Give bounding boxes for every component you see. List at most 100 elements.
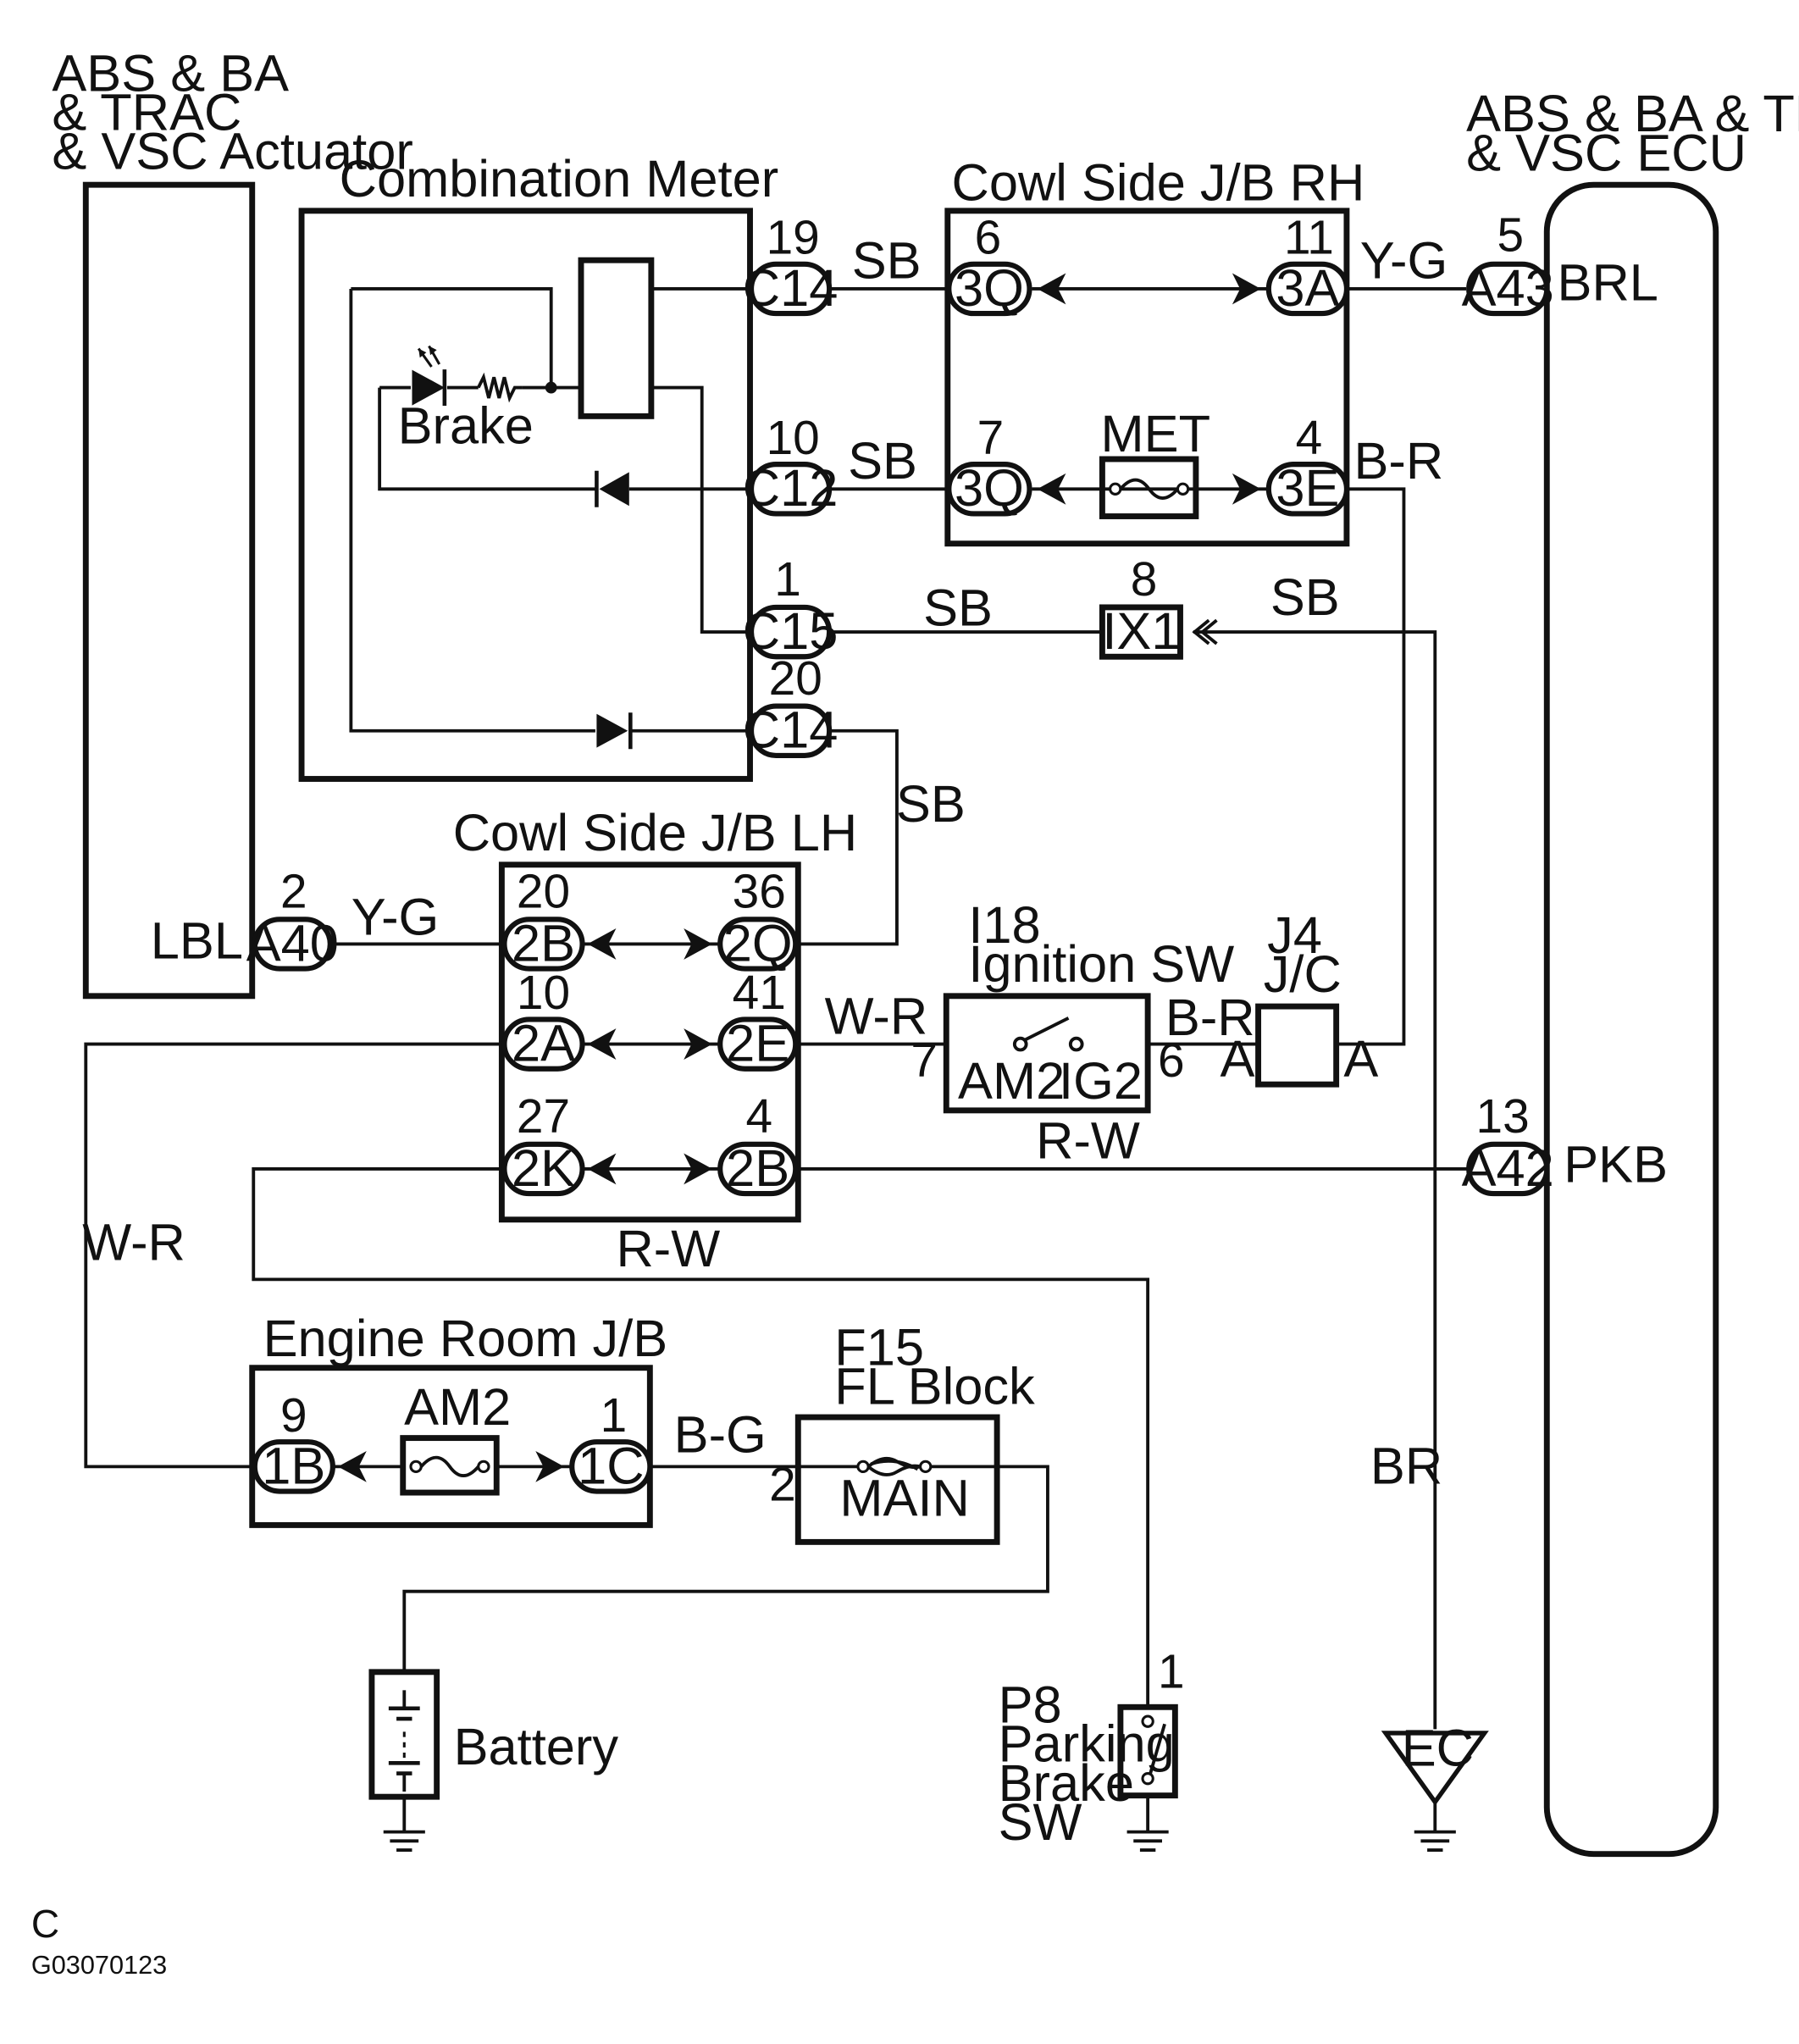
ignition-sw-box	[943, 993, 1151, 1114]
met-fuse-label: MET	[1101, 405, 1211, 463]
pin-number: 4	[745, 1090, 772, 1144]
pin-number: 13	[1476, 1090, 1530, 1144]
ground-icon	[1126, 1830, 1169, 1853]
connector-c14-bot	[748, 703, 833, 758]
jc-pin-right: A	[1343, 1030, 1378, 1088]
engine-room-box	[249, 1365, 653, 1528]
ignition-am2-label: AM2	[958, 1052, 1065, 1111]
connector-1b	[252, 1439, 335, 1494]
switch-icon	[1012, 1016, 1084, 1052]
pin-number: 1	[774, 553, 801, 607]
ecu-title-2: & VSC ECU	[1466, 124, 1746, 182]
am2-fuse-label: AM2	[404, 1378, 511, 1437]
jc-code: J4	[1267, 906, 1322, 965]
engine-room-title: Engine Room J/B	[263, 1310, 668, 1368]
component-labels: ABS & BA & TRAC & VSC Actuator LBL ABS &…	[31, 45, 1799, 1980]
ecu-title-1: ABS & BA & TRAC	[1466, 85, 1799, 143]
cowl-lh-box	[498, 861, 801, 1223]
brake-lamp-label: Brake	[398, 397, 534, 456]
connector-label: 2B	[726, 1139, 789, 1198]
pin-number: 11	[1284, 212, 1334, 265]
pin-number: 10	[767, 412, 820, 465]
cowl-lh-title: Cowl Side J/B LH	[453, 804, 858, 862]
junction-dot	[545, 381, 557, 394]
connector-1c	[569, 1439, 653, 1494]
parking-brake-code: P8	[999, 1676, 1062, 1735]
fl-block-code: F15	[834, 1319, 924, 1377]
wire-fl-battery	[402, 1465, 1049, 1672]
switch-icon	[1141, 1714, 1166, 1786]
connector-label: C12	[743, 459, 839, 518]
ecu-pin-brl: BRL	[1558, 254, 1658, 313]
parking-brake-title-3: SW	[999, 1793, 1082, 1852]
ground-icon	[1414, 1830, 1456, 1853]
connector-2a	[501, 1016, 585, 1072]
battery-icon	[388, 1690, 420, 1792]
actuator-box	[82, 181, 256, 1000]
connector-3e	[1265, 462, 1349, 517]
ecu-box	[1543, 181, 1719, 1858]
actuator-title-1: ABS & BA	[52, 45, 289, 103]
connector-label: C14	[743, 259, 839, 318]
resistor-icon	[477, 372, 523, 403]
connector-c15	[748, 604, 833, 660]
wire-br-3e-jc	[1336, 487, 1406, 1046]
connector-label: A42	[1462, 1139, 1554, 1198]
connector-ix1	[1099, 604, 1183, 660]
connector-label: 2E	[726, 1015, 789, 1073]
jc-pin-left: A	[1221, 1030, 1255, 1088]
connector-3q-bot	[946, 462, 1032, 517]
jc-box	[1255, 1003, 1340, 1088]
connector-a40	[252, 917, 333, 972]
ix1-chevron-icon	[1192, 618, 1218, 645]
pin-number: 2	[280, 865, 307, 918]
actuator-title-3: & VSC Actuator	[52, 123, 412, 181]
pin-number: 10	[517, 967, 570, 1020]
fuse-icon	[409, 1455, 490, 1477]
connector-3q-top	[946, 261, 1032, 317]
corner-letter: C	[31, 1902, 59, 1946]
ignition-sw-code: I18	[968, 896, 1040, 955]
connector-label: 3Q	[955, 459, 1024, 518]
wire-meter-lower-loop	[378, 387, 595, 491]
wire-wr-2a-1b	[84, 1042, 505, 1469]
wire-meter-c15	[652, 385, 752, 634]
wire-label: Y-G	[1360, 232, 1448, 291]
connector-label: 2A	[512, 1015, 575, 1073]
cowl-rh-title: Cowl Side J/B RH	[952, 154, 1365, 213]
wire-label: SB	[896, 775, 966, 834]
connector-label: C15	[743, 602, 839, 661]
connector-3a	[1265, 261, 1349, 317]
pin-number: 4	[1296, 412, 1323, 465]
wire-sb-br-ground	[1193, 630, 1437, 1730]
wire-sb-c14-2q	[795, 728, 899, 946]
wire-label: SB	[1270, 568, 1340, 627]
connector-label: 3A	[1276, 259, 1339, 318]
fusible-link-icon	[856, 1456, 933, 1476]
battery-label: Battery	[454, 1718, 619, 1776]
connector-label: 2K	[512, 1139, 575, 1198]
connector-a43	[1466, 261, 1550, 317]
parking-brake-title-1: Parking	[999, 1715, 1175, 1774]
ground-ec-label: EC	[1402, 1719, 1474, 1777]
actuator-title-2: & TRAC	[52, 84, 241, 142]
wire-label: SB	[848, 432, 917, 490]
pin-number: 6	[1158, 1034, 1185, 1088]
connector-label: C14	[743, 701, 839, 760]
connector-a42	[1466, 1141, 1550, 1197]
fl-main-label: MAIN	[839, 1470, 969, 1528]
pin-number: 19	[767, 212, 820, 265]
ecu-pin-pkb: PKB	[1564, 1135, 1668, 1194]
fl-block-box	[794, 1414, 1000, 1545]
connector-label: 2B	[512, 914, 575, 972]
am2-fuse-box	[400, 1435, 500, 1496]
pin-numbers: 19 10 1 20 6 11 7 4 5 8 2 20 36 10 41 27…	[280, 208, 1530, 1698]
ground-ec-icon	[1381, 1731, 1489, 1806]
connector-label: 3Q	[955, 259, 1024, 318]
pin-number: 7	[911, 1034, 938, 1088]
pin-number: 27	[517, 1090, 570, 1144]
wire-label: BR	[1370, 1437, 1442, 1495]
wire-label: B-G	[674, 1405, 767, 1464]
meter-gauge-box	[578, 257, 655, 419]
